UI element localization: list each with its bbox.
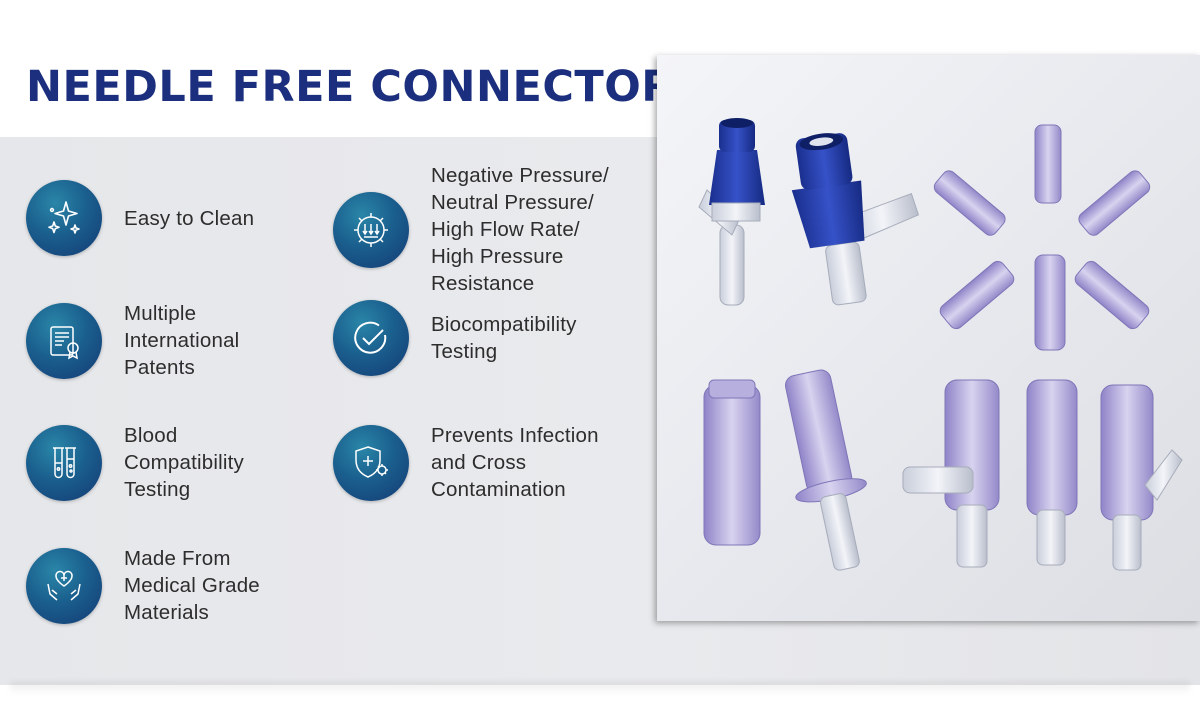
y-connector-blue-cap-1 xyxy=(698,118,765,306)
product-photo xyxy=(657,55,1200,621)
y-connector-purple xyxy=(1100,384,1183,571)
feature-label: Made From Medical Grade Materials xyxy=(124,547,260,624)
test-tubes-icon xyxy=(26,424,102,501)
y-connector-blue-cap-2 xyxy=(791,133,920,306)
straight-connector-2 xyxy=(1026,379,1078,566)
straight-connector-1 xyxy=(703,379,761,546)
feature-medical-grade: Made From Medical Grade Materials xyxy=(26,545,260,626)
panel-shadow xyxy=(10,682,1190,694)
feature-prevents-infection: Prevents Infection and Cross Contaminati… xyxy=(333,422,599,503)
feature-blood-compatibility: Blood Compatibility Testing xyxy=(26,422,244,503)
sparkles-icon xyxy=(26,180,102,256)
feature-label: Negative Pressure/ Neutral Pressure/ Hig… xyxy=(431,164,609,295)
feature-biocompatibility: Biocompatibility Testing xyxy=(333,300,577,376)
connectors-illustration xyxy=(698,118,1183,571)
checkmark-icon xyxy=(333,300,409,376)
feature-label: Prevents Infection and Cross Contaminati… xyxy=(431,424,599,501)
pressure-gear-icon xyxy=(333,191,409,268)
patent-certificate-icon xyxy=(26,302,102,379)
feature-label: Easy to Clean xyxy=(124,206,255,230)
hands-heart-icon xyxy=(26,547,102,624)
connector-cluster xyxy=(933,124,1151,351)
feature-international-patents: Multiple International Patents xyxy=(26,300,239,381)
page-title: NEEDLE FREE CONNECTOR xyxy=(26,62,675,112)
feature-label: Biocompatibility Testing xyxy=(431,313,577,363)
feature-pressure-resistance: Negative Pressure/ Neutral Pressure/ Hig… xyxy=(333,162,609,297)
shield-virus-icon xyxy=(333,424,409,501)
feature-label: Blood Compatibility Testing xyxy=(124,424,244,501)
feature-easy-to-clean: Easy to Clean xyxy=(26,180,254,256)
t-connector xyxy=(902,379,1000,568)
feature-label: Multiple International Patents xyxy=(124,302,240,379)
angled-connector-with-flange xyxy=(784,369,867,571)
